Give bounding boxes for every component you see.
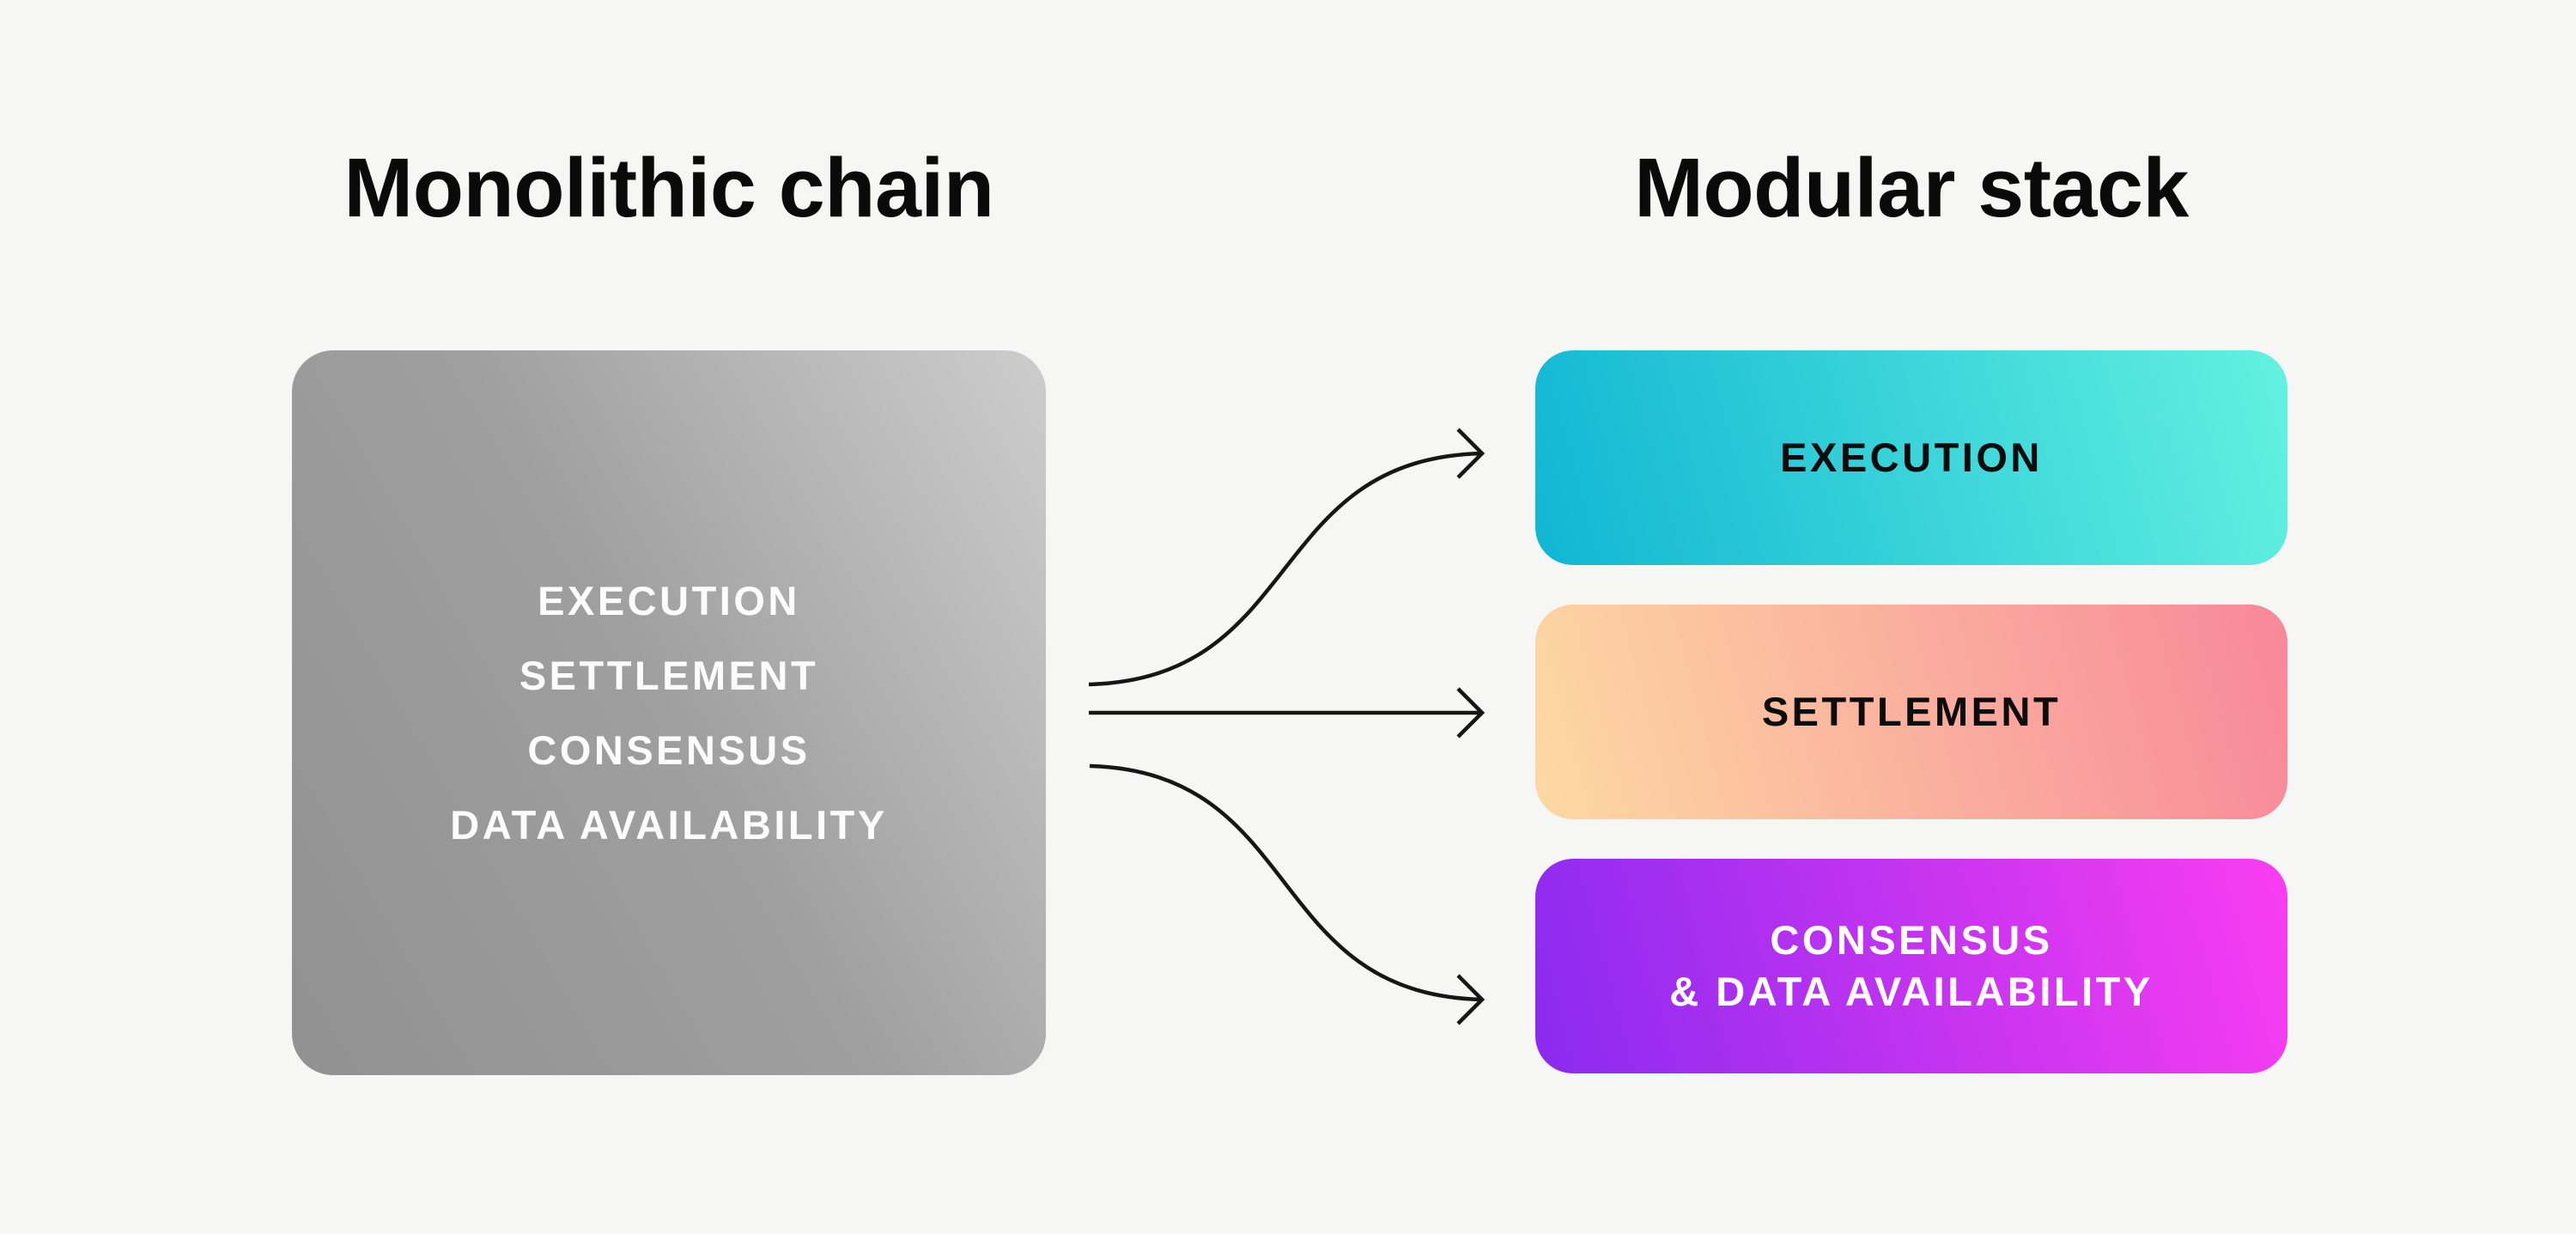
modular-data-availability-label: & DATA AVAILABILITY [1669,969,2154,1014]
modular-execution-box: EXECUTION [1535,350,2287,565]
monolith-layer-settlement-label: SETTLEMENT [519,653,819,698]
modular-settlement-box: SETTLEMENT [1535,605,2287,819]
modular-execution-label: EXECUTION [1780,435,2043,480]
monolith-layer-data-availability-label: DATA AVAILABILITY [450,802,888,848]
arrow-to-settlement-icon [1089,687,1485,739]
arrow-to-execution-icon [1088,428,1485,687]
monolithic-chain-box: EXECUTION SETTLEMENT CONSENSUS DATA AVAI… [292,350,1046,1075]
monolithic-chain-title: Monolithic chain [343,141,994,234]
modular-stack-title: Modular stack [1634,141,2189,234]
modular-consensus-da-box: CONSENSUS & DATA AVAILABILITY [1535,859,2287,1073]
monolith-layer-execution-label: EXECUTION [538,578,800,623]
modular-consensus-label: CONSENSUS [1770,917,2053,963]
monolith-layer-consensus-label: CONSENSUS [527,727,811,773]
modular-settlement-label: SETTLEMENT [1761,689,2062,734]
arrow-to-consensus-da-icon [1089,763,1485,1025]
